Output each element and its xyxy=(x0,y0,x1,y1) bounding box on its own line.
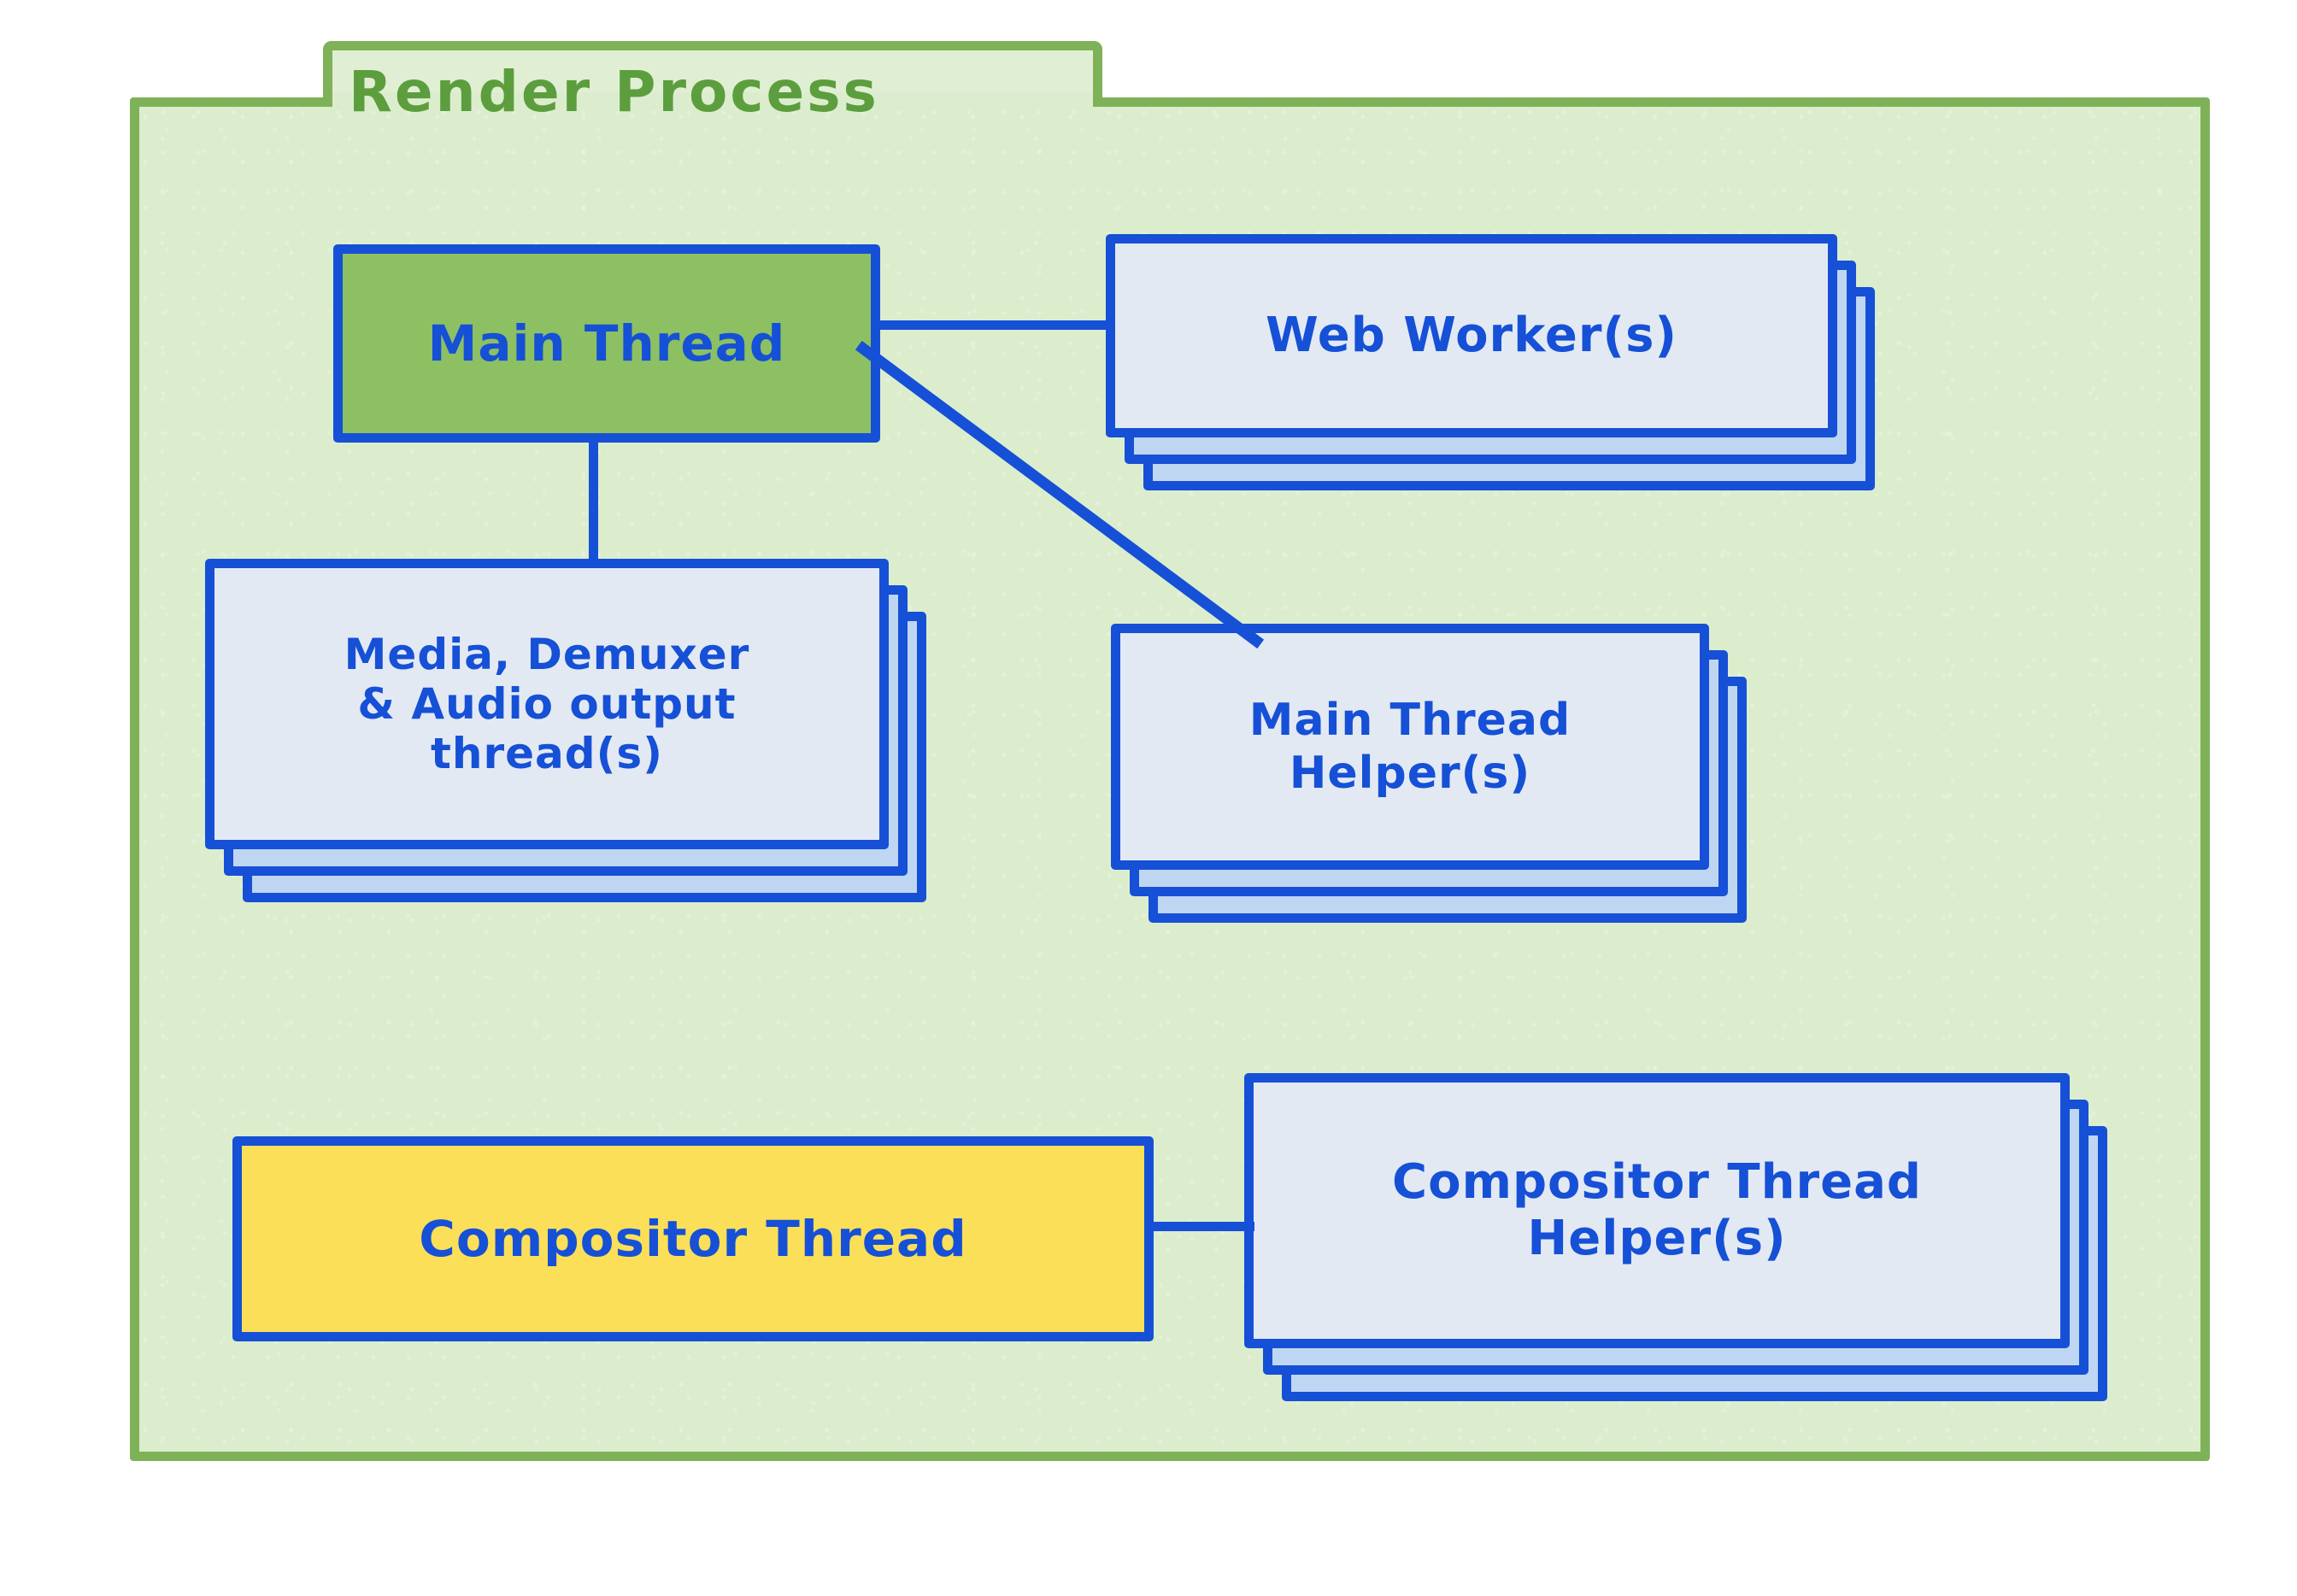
edge-compositor-thread-to-compositor-helpers xyxy=(1152,1222,1254,1231)
edge-main-thread-to-main-thread-helpers xyxy=(855,340,1265,649)
node-web-workers[interactable]: Web Worker(s) xyxy=(1106,234,1875,490)
node-media-demuxer-audio-threads[interactable]: Media, Demuxer & Audio output thread(s) xyxy=(205,559,991,952)
main-thread-helpers-card-front[interactable] xyxy=(1111,624,1709,870)
edge-main-thread-to-media-threads xyxy=(589,436,598,564)
node-main-thread[interactable]: Main Thread xyxy=(333,244,880,443)
page-title: Render Process xyxy=(349,59,879,125)
web-workers-card-front[interactable] xyxy=(1106,234,1837,437)
tab-seam xyxy=(332,92,1093,109)
node-compositor-thread-helpers[interactable]: Compositor Thread Helper(s) xyxy=(1244,1073,2176,1432)
edge-main-thread-to-web-workers xyxy=(872,320,1111,330)
node-compositor-thread[interactable]: Compositor Thread xyxy=(232,1136,1154,1341)
media-threads-card-front[interactable] xyxy=(205,559,889,849)
node-main-thread-helpers[interactable]: Main Thread Helper(s) xyxy=(1111,624,1829,957)
compositor-helpers-card-front[interactable] xyxy=(1244,1073,2070,1348)
main-thread-card[interactable] xyxy=(333,244,880,443)
compositor-thread-card[interactable] xyxy=(232,1136,1154,1341)
